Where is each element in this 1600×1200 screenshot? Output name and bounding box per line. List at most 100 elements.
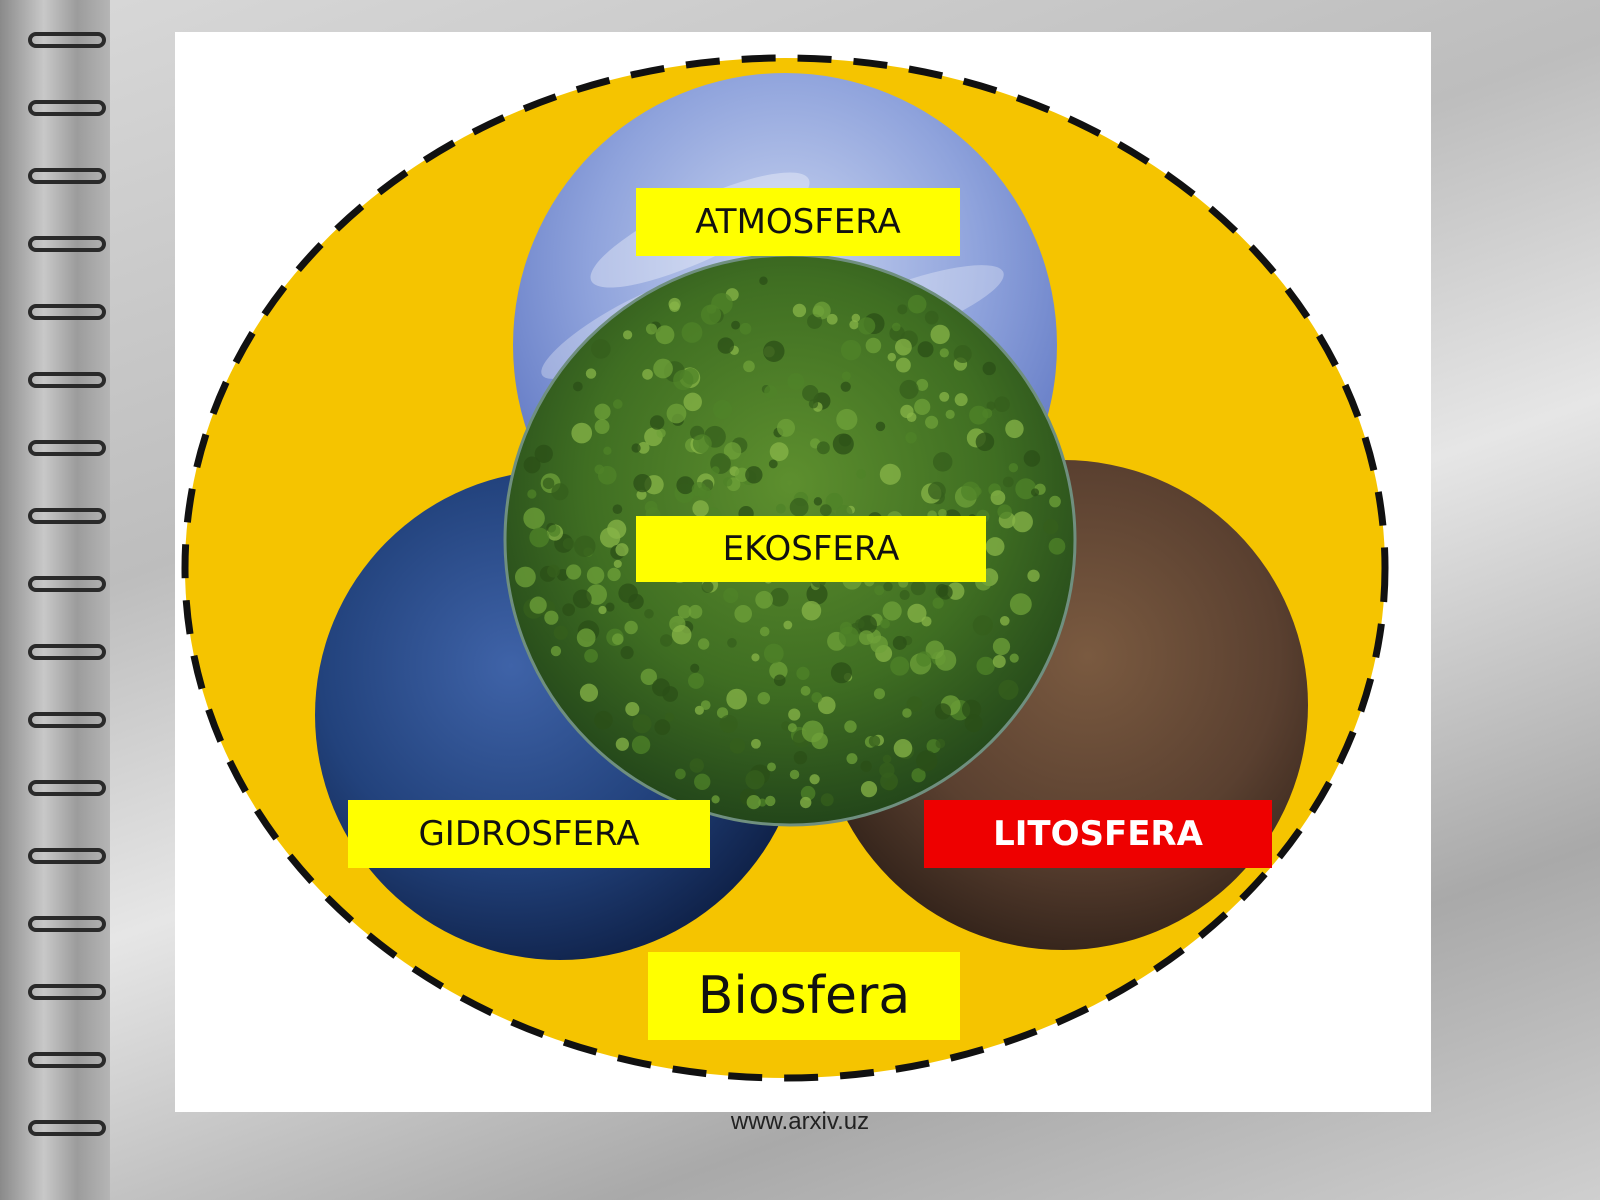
foliage-blob [892, 635, 907, 650]
foliage-blob [882, 601, 902, 621]
foliage-blob [817, 696, 836, 715]
foliage-blob [860, 760, 872, 772]
foliage-blob [701, 581, 714, 593]
foliage-blob [598, 605, 607, 615]
binding-ring [28, 982, 108, 1002]
binding-ring [28, 1050, 108, 1070]
foliage-blob [584, 649, 598, 663]
foliage-blob [688, 672, 704, 689]
foliage-blob [873, 688, 886, 700]
foliage-blob [1012, 511, 1033, 533]
foliage-blob [743, 360, 755, 373]
foliage-blob [620, 646, 634, 660]
foliage-blob [775, 503, 786, 514]
foliage-blob [764, 385, 777, 399]
foliage-blob [953, 344, 972, 364]
foliage-blob [787, 373, 805, 391]
foliage-blob [855, 618, 865, 629]
foliage-blob [836, 408, 858, 431]
foliage-blob [594, 710, 613, 730]
binding-ring [28, 778, 108, 798]
binding-ring [28, 506, 108, 526]
foliage-blob [1009, 653, 1019, 663]
foliage-blob [1043, 519, 1059, 535]
foliage-blob [607, 519, 627, 539]
foliage-blob [776, 418, 796, 437]
foliage-blob [813, 497, 823, 506]
binding-ring [28, 98, 108, 118]
binding-ring [28, 710, 108, 730]
foliage-blob [654, 719, 671, 736]
foliage-blob [676, 476, 695, 495]
foliage-blob [990, 490, 1006, 505]
foliage-blob [806, 583, 828, 605]
foliage-blob [985, 537, 1005, 556]
foliage-blob [644, 608, 654, 619]
foliage-blob [759, 276, 768, 285]
foliage-blob [697, 638, 710, 650]
foliage-blob [800, 796, 812, 809]
foliage-blob [523, 507, 545, 530]
binding-ring [28, 574, 108, 594]
foliage-blob [751, 653, 760, 662]
foliage-blob [935, 583, 949, 597]
foliage-blob [576, 628, 596, 648]
foliage-blob [572, 589, 592, 609]
foliage-blob [692, 434, 712, 454]
foliage-blob [858, 630, 874, 646]
foliage-blob [1030, 488, 1040, 497]
foliage-blob [763, 340, 785, 362]
foliage-blob [689, 758, 704, 773]
foliage-blob [789, 769, 800, 780]
foliage-blob [659, 634, 673, 647]
foliage-blob [727, 638, 737, 648]
foliage-blob [840, 381, 851, 392]
foliage-blob [986, 401, 996, 411]
foliage-blob [655, 325, 675, 345]
foliage-blob [633, 473, 652, 493]
foliage-blob [939, 348, 949, 358]
foliage-blob [683, 392, 702, 412]
foliage-blob [925, 415, 939, 429]
foliage-blob [800, 785, 816, 801]
binding-ring [28, 166, 108, 186]
foliage-blob [719, 714, 738, 733]
foliage-blob [938, 508, 947, 518]
foliage-blob [615, 737, 629, 751]
foliage-blob [856, 469, 866, 479]
foliage-blob [841, 371, 851, 381]
atmosphere-label: ATMOSFERA [636, 188, 960, 256]
foliage-blob [572, 381, 583, 392]
foliage-blob [911, 768, 926, 783]
foliage-blob [895, 338, 912, 356]
foliage-blob [671, 624, 692, 645]
foliage-blob [773, 674, 786, 687]
foliage-blob [729, 738, 746, 754]
foliage-blob [755, 590, 773, 609]
foliage-blob [690, 663, 700, 673]
hydrosphere-label-text: GIDROSFERA [418, 814, 640, 854]
foliage-blob [1027, 569, 1040, 582]
footer-url[interactable]: www.arxiv.uz [730, 1108, 870, 1135]
foliage-blob [631, 443, 641, 453]
foliage-blob [792, 303, 807, 318]
foliage-blob [547, 564, 560, 578]
foliage-blob [622, 330, 633, 340]
foliage-blob [808, 399, 819, 409]
binding-ring [28, 438, 108, 458]
foliage-blob [692, 500, 709, 517]
foliage-blob [700, 304, 722, 325]
foliage-blob [969, 405, 989, 425]
foliage-blob [632, 714, 652, 734]
foliage-blob [731, 320, 740, 330]
foliage-blob [527, 489, 537, 499]
foliage-blob [1048, 537, 1066, 555]
binding-ring [28, 370, 108, 390]
foliage-blob [793, 750, 808, 765]
foliage-blob [597, 465, 617, 485]
foliage-blob [666, 403, 687, 424]
foliage-blob [789, 497, 809, 517]
foliage-blob [800, 685, 811, 696]
foliage-blob [603, 446, 612, 455]
foliage-blob [1023, 450, 1041, 467]
